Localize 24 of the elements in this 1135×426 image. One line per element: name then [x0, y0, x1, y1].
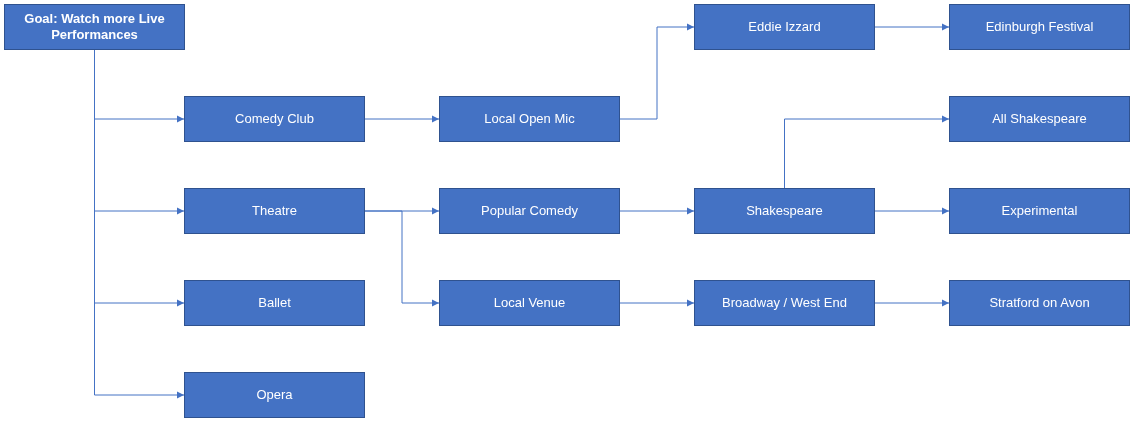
process-box: Popular Comedy: [439, 188, 620, 234]
process-box: Local Open Mic: [439, 96, 620, 142]
connector-arrow: [619, 299, 695, 307]
process-box: All Shakespeare: [949, 96, 1130, 142]
process-box: Local Venue: [439, 280, 620, 326]
process-box: Experimental: [949, 188, 1130, 234]
process-box: Shakespeare: [694, 188, 875, 234]
process-box: Edinburgh Festival: [949, 4, 1130, 50]
process-box: Comedy Club: [184, 96, 365, 142]
connector-arrow: [619, 207, 695, 215]
process-box: Broadway / West End: [694, 280, 875, 326]
connector-arrow: [874, 299, 950, 307]
connector-arrow: [784, 115, 950, 189]
connector-arrow: [619, 23, 695, 120]
process-box: Ballet: [184, 280, 365, 326]
process-box: Stratford on Avon: [949, 280, 1130, 326]
connector-arrow: [874, 207, 950, 215]
process-box: Eddie Izzard: [694, 4, 875, 50]
connector-arrow: [874, 23, 950, 31]
connector-arrow: [364, 115, 440, 123]
process-box: Theatre: [184, 188, 365, 234]
process-box: Goal: Watch more Live Performances: [4, 4, 185, 50]
process-box: Opera: [184, 372, 365, 418]
connector-arrow: [364, 210, 440, 307]
